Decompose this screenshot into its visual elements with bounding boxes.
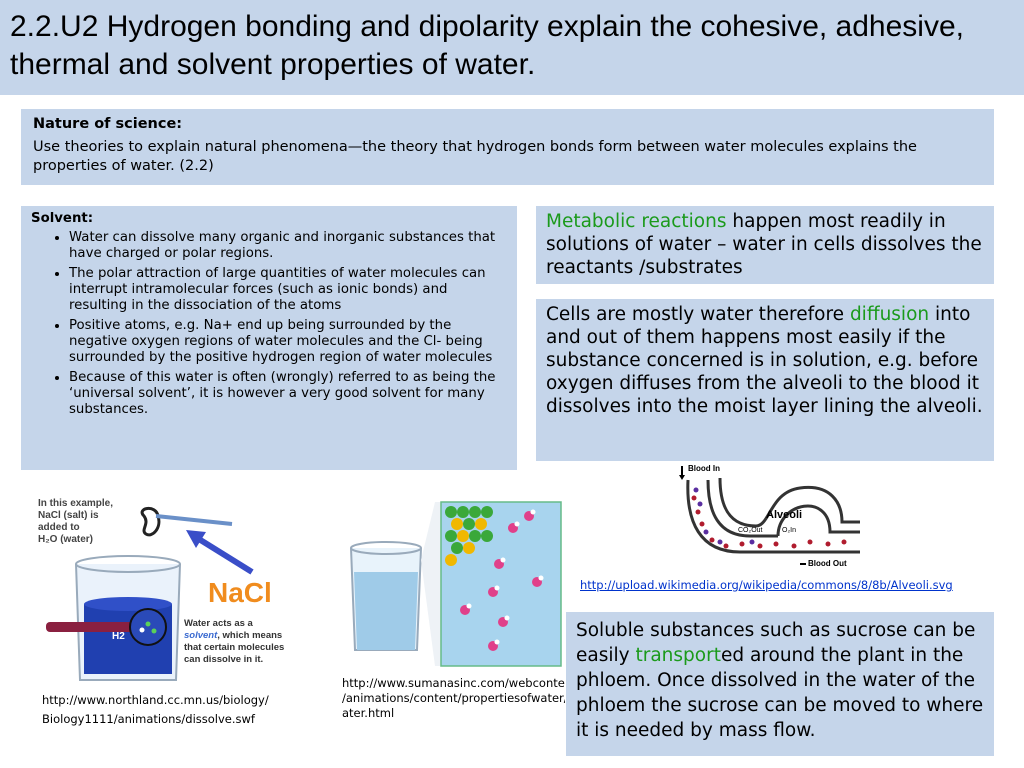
metabolic-highlight: Metabolic reactions xyxy=(546,211,727,232)
nacl-note-line: can dissolve in it. xyxy=(184,654,263,665)
nacl-label: NaCl xyxy=(208,577,272,608)
co2-out-label: CO₂Out xyxy=(738,527,763,534)
transport-highlight: transport xyxy=(635,645,721,666)
alveoli-source[interactable]: http://upload.wikimedia.org/wikipedia/co… xyxy=(580,578,953,593)
diffusion-text-before: Cells are mostly water therefore xyxy=(546,304,850,325)
nacl-caption-line: NaCl (salt) is xyxy=(38,510,99,521)
diffusion-text-after: into and out of them happens most easily… xyxy=(546,304,983,417)
nature-of-science-box: Nature of science: Use theories to expla… xyxy=(20,108,995,186)
nacl-note-line: , which means xyxy=(217,630,282,641)
svg-text:In this example, NaCl (sal: In this example, NaCl (salt) is added to… xyxy=(38,498,116,545)
solvent-list: Water can dissolve many organic and inor… xyxy=(31,230,507,418)
sumanas-url-line: /animations/content/propertiesofwater/w xyxy=(342,691,567,705)
solvent-heading: Solvent: xyxy=(31,211,94,226)
northland-url-line: http://www.northland.cc.mn.us/biology/ xyxy=(42,693,269,707)
metabolic-text: happen most readily in solutions of wate… xyxy=(546,211,982,278)
svg-text:Water acts as a solvent, w: Water acts as a solvent, which means tha… xyxy=(184,618,287,665)
alveoli-label: Alveoli xyxy=(766,509,802,521)
blood-out-label: Blood Out xyxy=(808,559,847,568)
sumanas-source: http://www.sumanasinc.com/webcontent /an… xyxy=(342,676,567,721)
slide-title: 2.2.U2 Hydrogen bonding and dipolarity e… xyxy=(10,10,964,81)
blood-in-label: Blood In xyxy=(688,464,720,473)
solvent-bullet: Water can dissolve many organic and inor… xyxy=(69,230,507,262)
nacl-note-line: that certain molecules xyxy=(184,642,284,653)
solvent-bullet: Because of this water is often (wrongly)… xyxy=(69,370,507,418)
transport-text-before: Soluble substances such as sucrose can b… xyxy=(576,620,976,666)
northland-source: http://www.northland.cc.mn.us/biology/ B… xyxy=(42,691,269,729)
sumanas-url-line: http://www.sumanasinc.com/webcontent xyxy=(342,676,567,690)
northland-url-line: Biology1111/animations/dissolve.swf xyxy=(42,712,255,726)
nacl-note-line: Water acts as a xyxy=(184,618,254,629)
alveoli-source-link[interactable]: http://upload.wikimedia.org/wikipedia/co… xyxy=(580,578,953,592)
solvent-bullet: The polar attraction of large quantities… xyxy=(69,266,507,314)
nacl-caption-line: In this example, xyxy=(38,498,113,509)
nature-of-science-heading: Nature of science: xyxy=(33,116,183,132)
nacl-dissolve-illustration: In this example, NaCl (salt) is added to… xyxy=(38,498,287,681)
sumanas-url-line: ater.html xyxy=(342,706,395,720)
beaker-dissolving-illustration xyxy=(350,501,562,667)
metabolic-reactions-box: Metabolic reactions happen most readily … xyxy=(535,205,995,285)
title-bar: 2.2.U2 Hydrogen bonding and dipolarity e… xyxy=(0,0,1024,95)
diffusion-highlight: diffusion xyxy=(849,304,930,325)
nacl-note-emphasis: solvent xyxy=(184,630,218,641)
diffusion-box: Cells are mostly water therefore diffusi… xyxy=(535,298,995,462)
o2-in-label: O₂In xyxy=(782,527,796,534)
nature-of-science-text: Use theories to explain natural phenomen… xyxy=(33,139,917,174)
alveoli-diagram: Blood In Alveoli CO₂Out O₂In Blood Out xyxy=(660,462,860,574)
transport-box: Soluble substances such as sucrose can b… xyxy=(565,611,995,757)
nacl-caption-line: added to xyxy=(38,522,80,533)
solvent-bullet: Positive atoms, e.g. Na+ end up being su… xyxy=(69,318,507,366)
transport-text-after: ed around the plant in the phloem. Once … xyxy=(576,645,984,741)
solvent-box: Solvent: Water can dissolve many organic… xyxy=(20,205,518,471)
h2o-label: H2 xyxy=(112,631,125,642)
nacl-caption-line: H₂O (water) xyxy=(38,534,93,545)
